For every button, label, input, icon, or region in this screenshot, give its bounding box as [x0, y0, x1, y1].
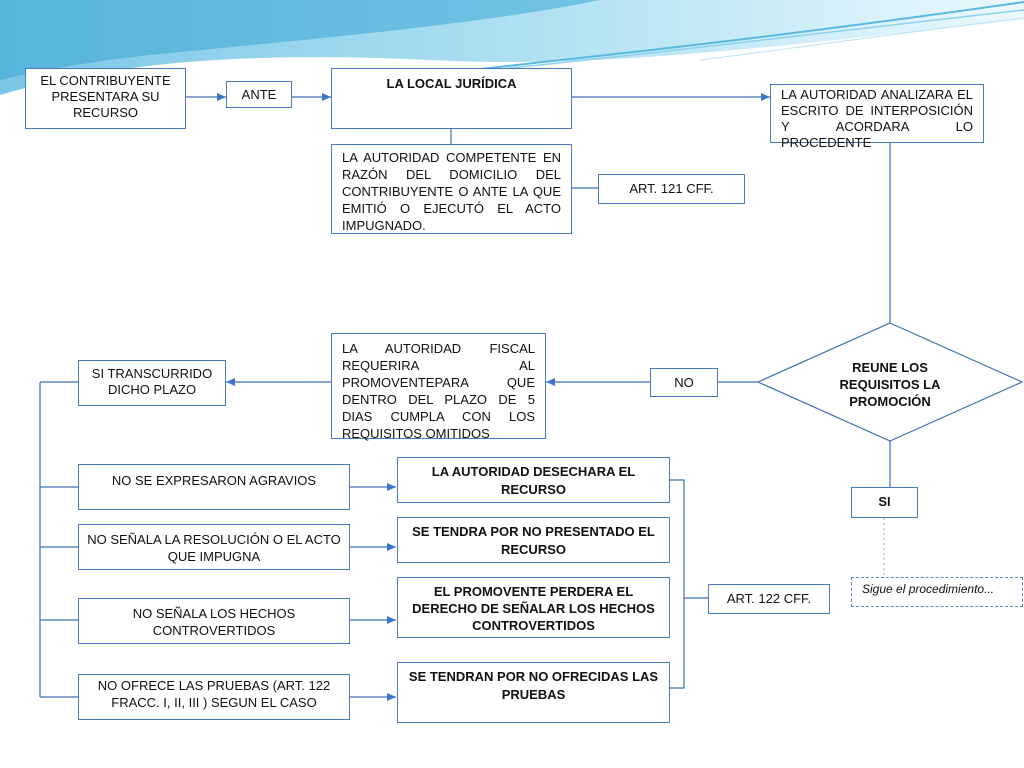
autoridad-analizara-box: LA AUTORIDAD ANALIZARA EL ESCRITO DE INT… [770, 84, 984, 150]
condition-pruebas: NO OFRECE LAS PRUEBAS (ART. 122 FRACC. I… [78, 674, 350, 720]
no-box: NO [650, 368, 718, 397]
local-juridica-box: LA LOCAL JURÍDICA [331, 68, 572, 129]
sigue-procedimiento-box: Sigue el procedimiento... [851, 577, 1023, 607]
condition-resolucion: NO SEÑALA LA RESOLUCIÓN O EL ACTO QUE IM… [78, 524, 350, 570]
condition-hechos: NO SEÑALA LOS HECHOS CONTROVERTIDOS [78, 598, 350, 644]
result-no-ofrecidas: SE TENDRAN POR NO OFRECIDAS LAS PRUEBAS [397, 662, 670, 723]
result-perdera-derecho: EL PROMOVENTE PERDERA EL DERECHO DE SEÑA… [397, 577, 670, 638]
art121-box: ART. 121 CFF. [598, 174, 745, 204]
autoridad-competente-box: LA AUTORIDAD COMPETENTE EN RAZÓN DEL DOM… [331, 144, 572, 234]
autoridad-fiscal-box: LA AUTORIDAD FISCAL REQUERIRA AL PROMOVE… [331, 333, 546, 441]
ante-box: ANTE [226, 81, 292, 108]
art122-box: ART. 122 CFF. [708, 584, 830, 614]
si-box: SI [851, 487, 918, 518]
contribuyente-box: EL CONTRIBUYENTE PRESENTARA SU RECURSO [25, 68, 186, 129]
diamond-label: REUNE LOS REQUISITOS LA PROMOCIÓN [839, 360, 941, 409]
result-no-presentado: SE TENDRA POR NO PRESENTADO EL RECURSO [397, 517, 670, 563]
si-transcurrido-box: SI TRANSCURRIDO DICHO PLAZO [78, 360, 226, 406]
result-desechara: LA AUTORIDAD DESECHARA EL RECURSO [397, 457, 670, 503]
condition-agravios: NO SE EXPRESARON AGRAVIOS [78, 464, 350, 510]
